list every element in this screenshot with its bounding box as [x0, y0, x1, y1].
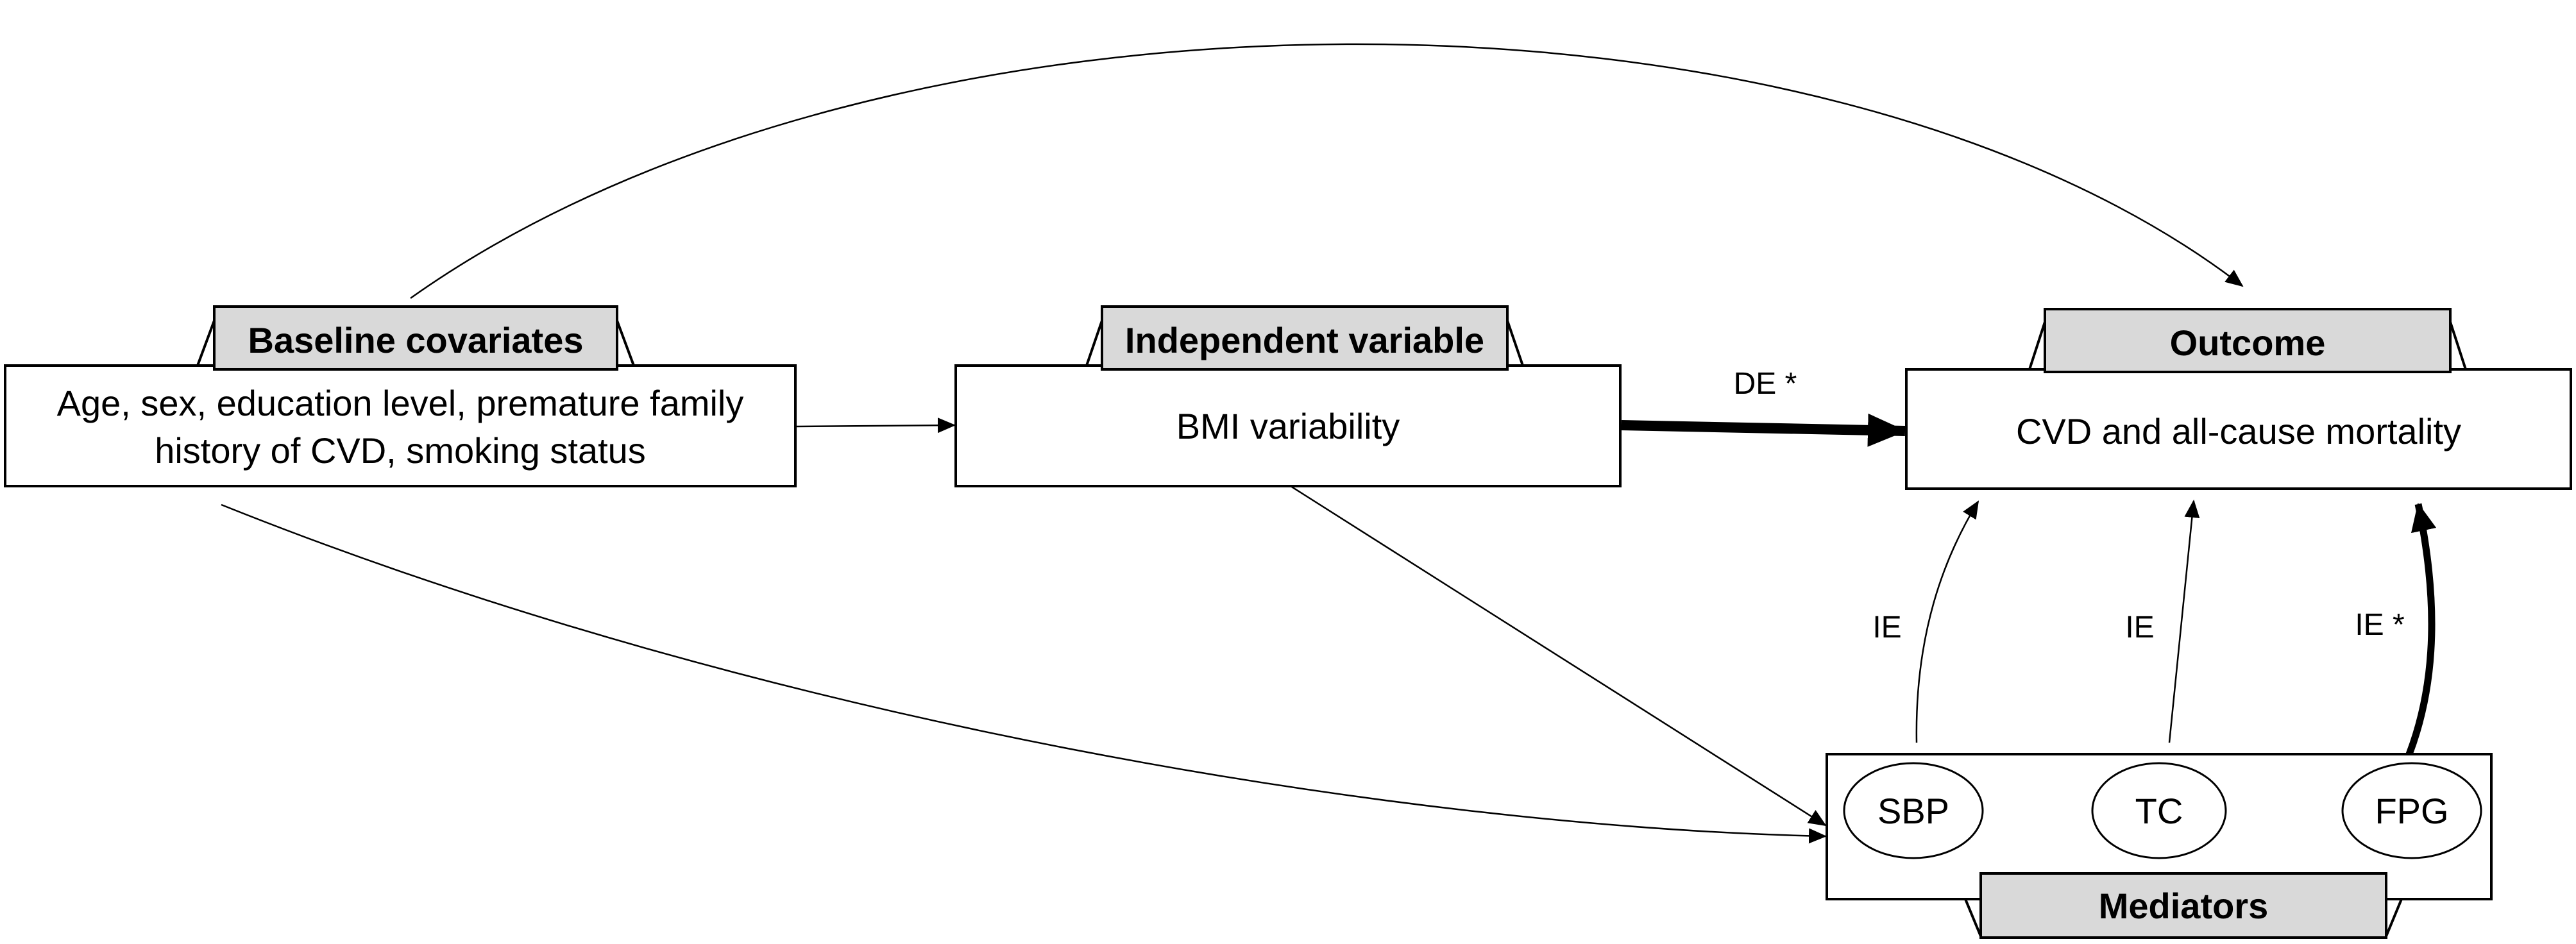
baseline-tab-right [616, 320, 635, 368]
outcome-tab-right [2449, 321, 2467, 372]
mediators-tab-left [1964, 897, 1982, 937]
label-ie-tc: IE [2125, 611, 2154, 645]
outcome-text: CVD and all-cause mortality [2016, 411, 2461, 451]
mediator-tc-ellipse [2091, 762, 2227, 859]
baseline-covariates-node: Baseline covariates Age, sex, education … [4, 305, 797, 487]
outcome-tab [2044, 308, 2452, 373]
arrow-fpg-to-outcome [2405, 503, 2437, 755]
independent-title: Independent variable [1125, 320, 1484, 360]
outcome-node: Outcome CVD and all-cause mortality [1905, 308, 2572, 490]
arrow-baseline-to-independent [796, 417, 956, 434]
arrow-tc-to-outcome [2168, 500, 2200, 743]
outcome-title: Outcome [2170, 323, 2326, 363]
baseline-tab [213, 305, 618, 371]
independent-tab-left [1085, 320, 1103, 368]
mediator-tc-label: TC [2135, 791, 2183, 831]
mediators-title: Mediators [2099, 886, 2269, 926]
baseline-title: Baseline covariates [248, 320, 584, 360]
label-direct-effect: DE * [1734, 367, 1797, 401]
mediator-fpg-ellipse [2341, 762, 2482, 859]
baseline-text-line1: Age, sex, education level, premature fam… [57, 383, 744, 423]
baseline-tab-left [196, 320, 216, 368]
independent-tab-right [1506, 320, 1524, 368]
baseline-box [4, 364, 797, 487]
outcome-tab-left [2028, 321, 2046, 372]
arrow-sbp-to-outcome [1915, 500, 1979, 743]
mediators-node: Mediators SBP TC FPG [1826, 753, 2493, 939]
label-ie-fpg: IE * [2355, 608, 2404, 642]
arrow-baseline-to-mediators [221, 503, 1827, 844]
independent-text: BMI variability [1176, 406, 1400, 446]
independent-tab [1101, 305, 1509, 371]
arrow-direct-effect [1621, 413, 1906, 447]
mediator-fpg-label: FPG [2375, 791, 2448, 831]
mediators-tab [1979, 872, 2387, 939]
mediator-sbp-ellipse [1843, 762, 1984, 859]
arrow-independent-to-mediators [1290, 485, 1827, 827]
label-ie-sbp: IE [1872, 611, 1901, 645]
mediator-sbp-label: SBP [1877, 791, 1949, 831]
mediators-tab-right [2385, 897, 2403, 937]
arrow-baseline-to-outcome [410, 43, 2244, 299]
baseline-text-line2: history of CVD, smoking status [155, 430, 646, 471]
independent-variable-node: Independent variable BMI variability [954, 305, 1622, 487]
outcome-box [1905, 368, 2572, 490]
